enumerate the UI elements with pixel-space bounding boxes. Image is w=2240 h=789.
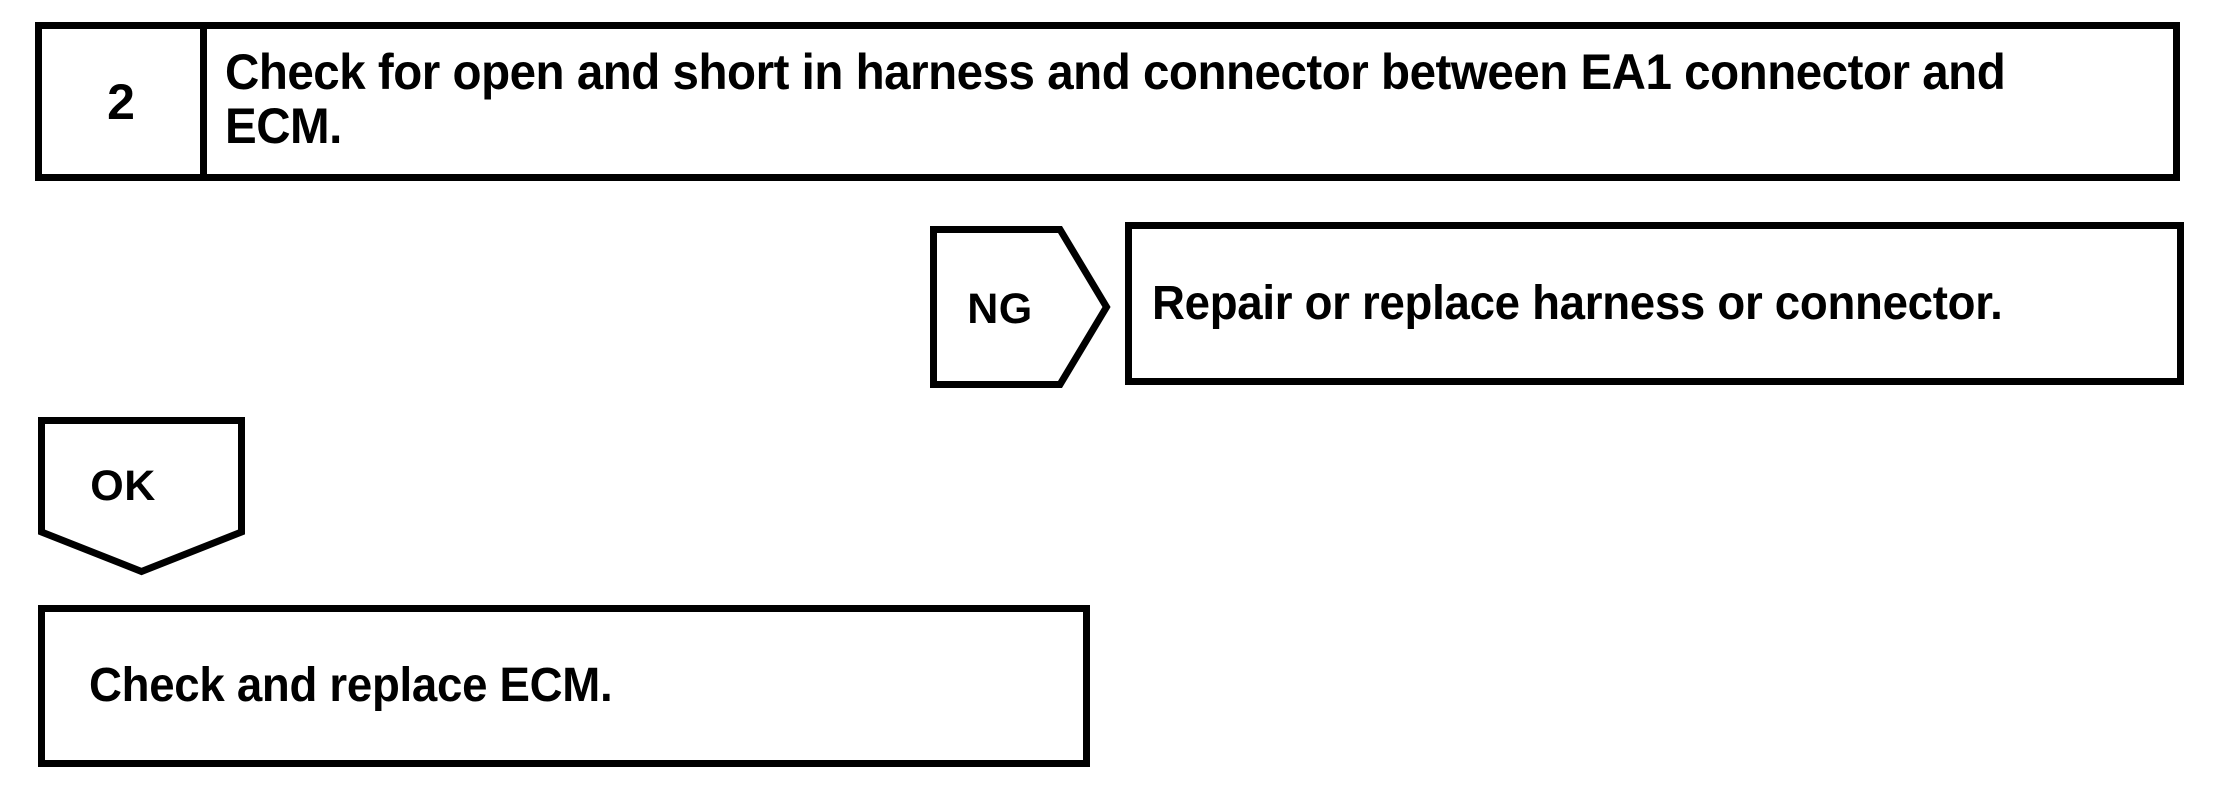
branch-connector-ng: NG: [930, 226, 1111, 388]
result-text-ng: Repair or replace harness or connector.: [1152, 276, 2003, 330]
result-box-ng: Repair or replace harness or connector.: [1125, 222, 2184, 385]
step-number-cell: 2: [42, 29, 207, 174]
branch-label-ok: OK: [90, 462, 156, 510]
result-box-ok: Check and replace ECM.: [38, 605, 1090, 767]
step-number: 2: [107, 73, 135, 130]
branch-connector-ok: OK: [38, 417, 245, 576]
step-row: 2 Check for open and short in harness an…: [35, 22, 2180, 181]
step-instruction-text: Check for open and short in harness and …: [225, 44, 2006, 154]
step-instruction-cell: Check for open and short in harness and …: [207, 29, 2173, 174]
pentagon-right-icon: [930, 226, 1111, 388]
branch-label-ng: NG: [967, 285, 1033, 333]
pentagon-down-icon: [38, 417, 245, 576]
result-text-ok: Check and replace ECM.: [89, 659, 613, 713]
